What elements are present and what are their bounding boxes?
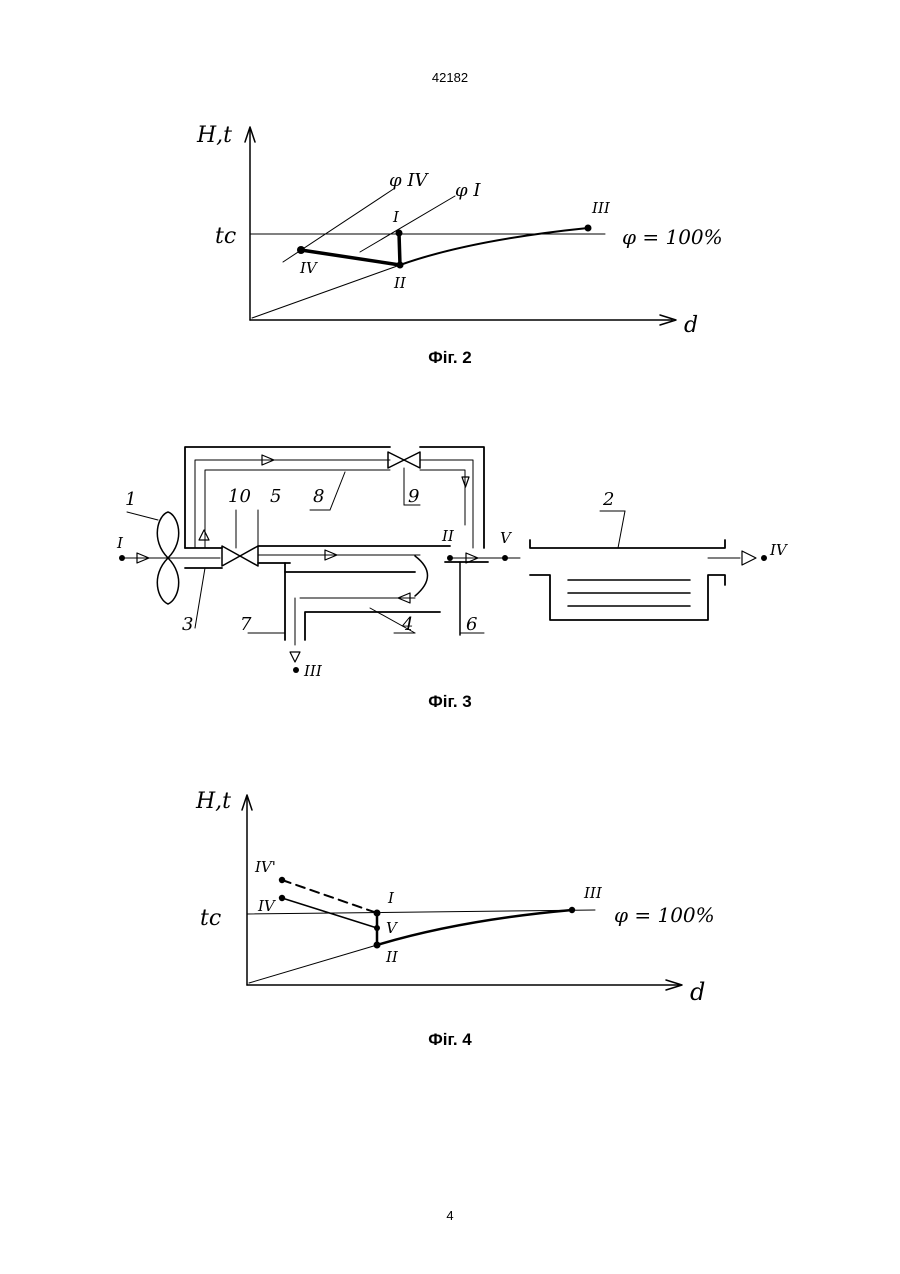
fig3-stream-i: I [116,534,124,552]
fig2-point-iii-label: III [591,199,611,217]
fig2-phi-iv-label: φ IV [389,170,429,191]
fig3-label-10: 10 [228,486,251,507]
fig3-diagram: 1 10 5 8 9 2 3 7 4 6 I II III IV V [0,435,900,685]
fig4-dashed-iv-prime [282,880,377,913]
fig2-diagram: H,t d tc φ = 100% φ IV φ I I II III IV [0,110,900,350]
fig3-label-4: 4 [401,614,413,635]
fig4-point-i [374,910,381,917]
fig4-point-iv-prime-label: IV' [254,858,276,876]
fig4-point-v [374,925,380,931]
fig3-label-9: 9 [408,486,419,507]
fig3-loop-bend [415,556,428,596]
fig4-point-ii [374,942,381,949]
fig4-point-ii-label: II [385,948,399,966]
page-number: 4 [0,1208,900,1223]
fig4-caption: Фіг. 4 [0,1030,900,1050]
fig3-point-ii-dot [447,555,453,561]
fig3-bypass-duct-outer [185,447,390,548]
fig2-phi-label: φ = 100% [622,225,723,249]
fig2-x-axis-label: d [684,313,698,338]
fig3-valve-9-b [404,452,420,468]
fig2-point-iii [585,225,592,232]
fig3-outlet-iv-dot [761,555,767,561]
fig3-label-6: 6 [466,614,477,635]
fig3-stream-v: V [500,529,513,547]
fig3-label-8: 8 [313,486,324,507]
fig3-loop-bottom [305,612,440,640]
fig3-leader-8b [330,472,345,510]
fig3-label-2: 2 [602,489,614,510]
fig2-point-iv [297,246,305,254]
fig3-chamber-body [530,575,725,620]
fig3-leader-2b [618,511,625,548]
fig2-tc-label: tc [215,224,236,249]
fig3-label-3: 3 [182,614,193,635]
fig2-point-i-label: I [392,208,400,226]
fig3-leader-1 [127,512,158,520]
fig2-y-axis-label: H,t [196,123,232,148]
fig4-point-iii [569,907,575,913]
fig4-point-iv-label: IV [257,897,277,915]
fig3-bypass-duct-inner [195,460,390,548]
fig3-label-5: 5 [270,486,281,507]
fig2-point-ii [397,262,404,269]
fig3-valve-10-b [240,546,258,566]
fig4-diagram: H,t d tc φ = 100% IV' IV I V II III [0,775,900,1020]
fig3-stream-ii: II [441,527,455,545]
fig3-arrow-iii [290,652,300,662]
fig2-caption: Фіг. 2 [0,348,900,368]
fig3-arrow-iv [742,551,756,565]
fig2-point-i [396,230,403,237]
fig2-phi-i-line [360,196,455,252]
fig3-label-7: 7 [240,614,252,635]
fig2-point-iv-label: IV [299,259,319,277]
fig4-phi-label: φ = 100% [614,903,715,927]
fig3-leader-3 [195,568,205,628]
fig4-point-iv [279,895,285,901]
fig3-arrow-left-up [199,530,209,540]
document-number: 42182 [0,70,900,85]
fig3-caption: Фіг. 3 [0,692,900,712]
fig4-point-iii-label: III [583,884,603,902]
fig3-outlet-iii-dot [293,667,299,673]
fig2-process-i-ii [399,233,400,265]
fig4-point-v-label: V [386,919,399,937]
fig3-bypass-duct-mid-right [420,470,465,525]
fig4-saturation-curve [377,910,572,945]
fig3-chamber-top [530,540,725,548]
fig4-point-i-label: I [387,889,395,907]
fig3-stream-iii: III [303,662,323,680]
fig4-x-axis-label: d [690,978,705,1006]
fig2-phi-i-label: φ I [455,180,481,201]
fig3-label-1: 1 [125,489,136,510]
fig4-base-line [249,945,377,983]
fig3-valve-10 [222,546,240,566]
fig2-base-line [252,265,400,318]
fig3-bypass-duct-mid [205,470,390,548]
fig2-point-ii-label: II [393,274,407,292]
fig3-stream-iv: IV [769,541,789,559]
fig4-tc-label: tc [200,906,221,931]
fig4-point-iv-prime [279,877,285,883]
fig3-inlet-dot [119,555,125,561]
fig4-y-axis-label: H,t [195,789,231,814]
fig3-point-v-dot [502,555,508,561]
